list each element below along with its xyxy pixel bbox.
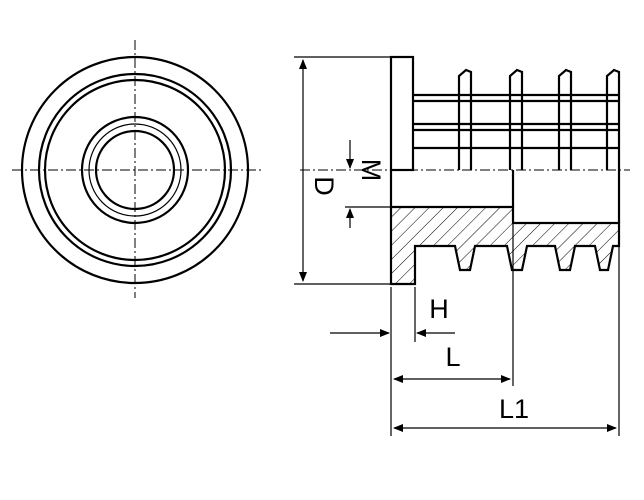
label-L1: L1 xyxy=(499,394,529,424)
dimension-L xyxy=(390,210,514,436)
side-view-exterior xyxy=(300,55,630,172)
label-D: D xyxy=(309,176,339,196)
label-M: M xyxy=(356,159,386,182)
dimension-L1 xyxy=(393,223,620,436)
label-L: L xyxy=(445,342,460,372)
dimension-H xyxy=(330,287,455,342)
label-H: H xyxy=(429,294,449,324)
end-view xyxy=(12,40,262,298)
side-view-section xyxy=(345,170,621,286)
dimension-D xyxy=(294,56,391,285)
